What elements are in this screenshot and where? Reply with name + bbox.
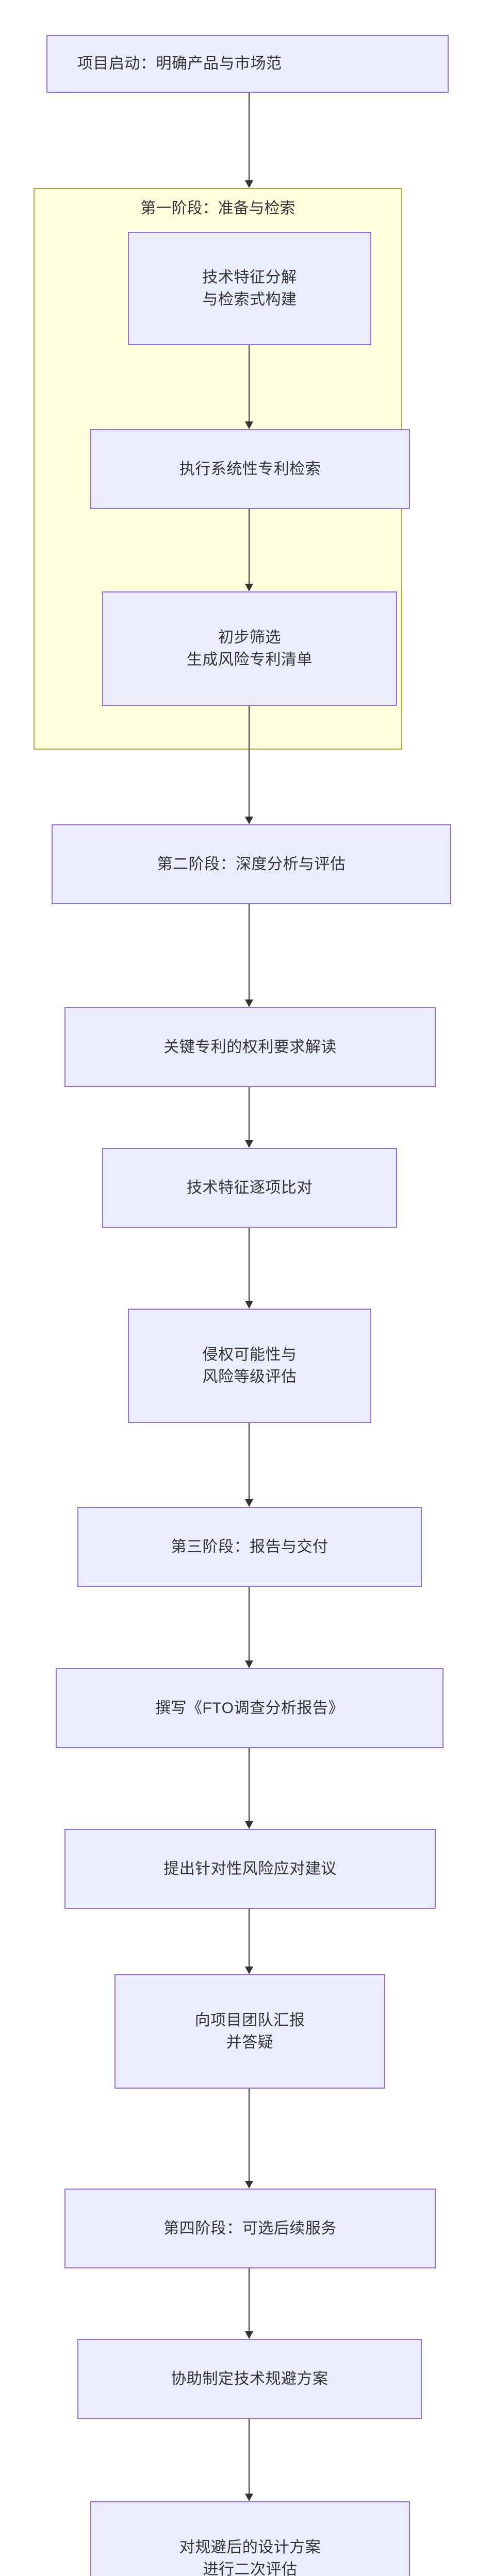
flow-node-label: 向项目团队汇报 并答疑 xyxy=(194,2011,305,2052)
edge-line xyxy=(249,509,250,585)
flow-node-label: 侵权可能性与 风险等级评估 xyxy=(202,1346,297,1386)
flow-node-n3[interactable]: 执行系统性专利检索 xyxy=(90,429,410,509)
subgraph-title-phase1: 第一阶段：准备与检索 xyxy=(140,200,295,217)
edge-n4-to-n5 xyxy=(245,706,253,824)
edge-line xyxy=(249,1423,250,1500)
flow-node-n6[interactable]: 关键专利的权利要求解读 xyxy=(64,1007,436,1087)
flow-node-n1[interactable]: 项目启动：明确产品与市场范 xyxy=(46,35,449,93)
edge-line xyxy=(249,1909,250,1968)
edge-n1-to-n2 xyxy=(245,93,253,188)
flow-node-n4[interactable]: 初步筛选 生成风险专利清单 xyxy=(102,591,397,706)
flow-node-label: 技术特征分解 与检索式构建 xyxy=(202,268,297,309)
edge-line xyxy=(249,2268,250,2332)
edge-n3-to-n4 xyxy=(245,509,253,591)
edge-n12-to-n13 xyxy=(245,2089,253,2189)
arrowhead-icon xyxy=(245,1967,253,1974)
edge-line xyxy=(249,1587,250,1662)
arrowhead-icon xyxy=(245,1821,253,1829)
edge-n2-to-n3 xyxy=(245,345,253,429)
arrowhead-icon xyxy=(245,1301,253,1309)
flow-node-label: 第三阶段：报告与交付 xyxy=(171,1538,328,1555)
edge-line xyxy=(249,2089,250,2182)
flow-node-label: 执行系统性专利检索 xyxy=(179,460,321,478)
edge-line xyxy=(249,2419,250,2495)
edge-line xyxy=(249,904,250,1001)
edge-n7-to-n8 xyxy=(245,1228,253,1309)
flow-node-label: 对规避后的设计方案 进行二次评估 xyxy=(179,2538,321,2576)
flow-node-label: 第四阶段：可选后续服务 xyxy=(163,2219,337,2237)
flow-node-label: 初步筛选 生成风险专利清单 xyxy=(187,629,313,669)
flow-node-n5[interactable]: 第二阶段：深度分析与评估 xyxy=(52,824,451,904)
edge-n5-to-n6 xyxy=(245,904,253,1007)
arrowhead-icon xyxy=(245,817,253,824)
edge-line xyxy=(249,345,250,422)
flow-node-n11[interactable]: 提出针对性风险应对建议 xyxy=(64,1829,436,1909)
flow-node-n13[interactable]: 第四阶段：可选后续服务 xyxy=(64,2189,436,2268)
flow-node-label: 提出针对性风险应对建议 xyxy=(163,1860,337,1877)
flow-node-n8[interactable]: 侵权可能性与 风险等级评估 xyxy=(128,1309,371,1423)
flow-node-n12[interactable]: 向项目团队汇报 并答疑 xyxy=(114,1974,385,2089)
edge-n13-to-n14 xyxy=(245,2268,253,2339)
flow-node-label: 撰写《FTO调查分析报告》 xyxy=(155,1699,344,1717)
arrowhead-icon xyxy=(245,1140,253,1148)
arrowhead-icon xyxy=(245,2494,253,2501)
edge-line xyxy=(249,1087,250,1141)
flow-node-n7[interactable]: 技术特征逐项比对 xyxy=(102,1148,397,1228)
flow-node-n2[interactable]: 技术特征分解 与检索式构建 xyxy=(128,232,371,345)
edge-line xyxy=(249,1748,250,1822)
edge-n14-to-n15 xyxy=(245,2419,253,2501)
edge-n9-to-n10 xyxy=(245,1587,253,1668)
flow-node-n14[interactable]: 协助制定技术规避方案 xyxy=(77,2339,422,2419)
flow-node-label: 技术特征逐项比对 xyxy=(187,1179,313,1196)
flow-node-n15[interactable]: 对规避后的设计方案 进行二次评估 xyxy=(90,2501,410,2576)
flow-node-label: 协助制定技术规避方案 xyxy=(171,2370,328,2387)
edge-line xyxy=(249,93,250,181)
arrowhead-icon xyxy=(245,421,253,429)
edge-n8-to-n9 xyxy=(245,1423,253,1507)
arrowhead-icon xyxy=(245,2331,253,2339)
arrowhead-icon xyxy=(245,999,253,1007)
flow-node-n10[interactable]: 撰写《FTO调查分析报告》 xyxy=(56,1668,443,1748)
flow-node-label: 项目启动：明确产品与市场范 xyxy=(77,55,282,73)
arrowhead-icon xyxy=(245,584,253,591)
flow-node-n9[interactable]: 第三阶段：报告与交付 xyxy=(77,1507,422,1587)
arrowhead-icon xyxy=(245,2181,253,2189)
flow-node-label: 第二阶段：深度分析与评估 xyxy=(157,855,346,873)
arrowhead-icon xyxy=(245,1660,253,1668)
edge-n6-to-n7 xyxy=(245,1087,253,1148)
edge-n11-to-n12 xyxy=(245,1909,253,1974)
arrowhead-icon xyxy=(245,1499,253,1507)
edge-n10-to-n11 xyxy=(245,1748,253,1829)
flow-node-label: 关键专利的权利要求解读 xyxy=(163,1038,337,1056)
arrowhead-icon xyxy=(245,180,253,188)
edge-line xyxy=(249,706,250,818)
edge-line xyxy=(249,1228,250,1302)
